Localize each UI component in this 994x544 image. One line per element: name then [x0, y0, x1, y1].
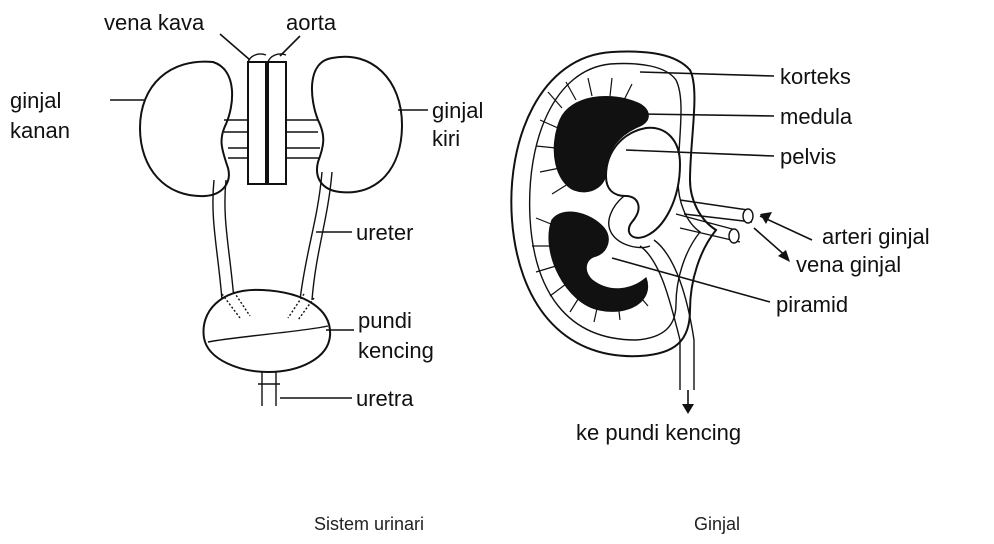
- aorta-label: aorta: [286, 10, 337, 35]
- renal-artery-opening: [743, 209, 753, 223]
- kidney-caption: Ginjal: [694, 514, 740, 534]
- ginjal-kiri-label-2: kiri: [432, 126, 460, 151]
- vena-ginjal-label: vena ginjal: [796, 252, 901, 277]
- right-kidney-shape: [140, 62, 232, 196]
- down-arrowhead-icon: [682, 404, 694, 414]
- urethra-tube: [262, 372, 276, 406]
- ginjal-kanan-label-1: ginjal: [10, 88, 61, 113]
- pundi-label-2: kencing: [358, 338, 434, 363]
- uretra-label: uretra: [356, 386, 414, 411]
- vena-kava-tube: [248, 62, 266, 184]
- pundi-label-1: pundi: [358, 308, 412, 333]
- renal-vessel-left-lower: [286, 148, 320, 158]
- korteks-label: korteks: [780, 64, 851, 89]
- urinary-system-diagram: vena kava aorta ginjal kanan ginjal kiri…: [10, 10, 483, 534]
- piramid-label: piramid: [776, 292, 848, 317]
- medula-label: medula: [780, 104, 853, 129]
- vena-kava-leader: [220, 34, 250, 60]
- renal-vessel-left-upper: [286, 120, 318, 132]
- ke-pundi-label: ke pundi kencing: [576, 420, 741, 445]
- arteri-arrowhead-icon: [760, 212, 772, 224]
- ginjal-kanan-label-2: kanan: [10, 118, 70, 143]
- left-kidney-shape: [312, 57, 402, 193]
- aorta-leader: [280, 36, 300, 56]
- pelvis-label: pelvis: [780, 144, 836, 169]
- vena-kava-label: vena kava: [104, 10, 205, 35]
- ginjal-kiri-label-1: ginjal: [432, 98, 483, 123]
- right-ureter: [213, 180, 234, 300]
- urinary-system-caption: Sistem urinari: [314, 514, 424, 534]
- renal-vein-opening: [729, 229, 739, 243]
- arteri-ginjal-label: arteri ginjal: [822, 224, 930, 249]
- aorta-tube: [268, 62, 286, 184]
- ureter-label: ureter: [356, 220, 413, 245]
- left-ureter: [300, 172, 332, 300]
- renal-vessel-right-lower: [228, 148, 248, 158]
- kidney-cross-section-diagram: korteks medula pelvis arteri ginjal vena…: [511, 52, 929, 534]
